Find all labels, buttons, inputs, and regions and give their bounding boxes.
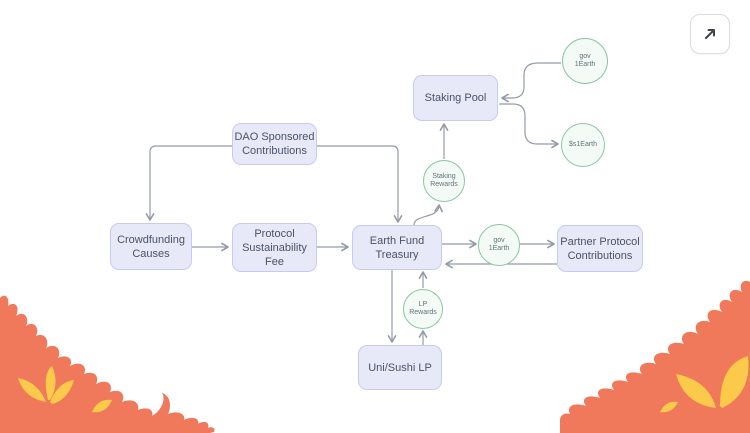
token-label: gov (579, 52, 591, 60)
node-partner-protocol-contributions: Partner Protocol Contributions (557, 225, 643, 272)
node-label: Treasury (375, 248, 419, 261)
edge-treasury-to-stakingrewards (413, 204, 443, 226)
edge-govearthstaking-to-stakingpool (501, 62, 561, 103)
edge-dao-to-treasury (317, 145, 403, 223)
token-label: 1Earth (488, 245, 510, 252)
edge-stakingpool-to-searth (499, 103, 559, 149)
token-label: LP (418, 300, 428, 308)
token-label: 1Earth (574, 61, 596, 68)
token-staking-rewards: Staking Rewards (423, 160, 465, 202)
token-s-1earth: $s1Earth (561, 123, 605, 167)
arrow-up-right-icon (701, 25, 719, 43)
node-label: Fee (265, 255, 284, 268)
token-lp-rewards: LP Rewards (403, 289, 443, 329)
token-label: Staking (432, 172, 456, 180)
node-label: Causes (132, 247, 170, 260)
edge-dao-to-crowdfunding (145, 145, 232, 221)
node-label: Partner Protocol (560, 235, 640, 248)
node-crowdfunding-causes: Crowdfunding Causes (110, 223, 192, 270)
node-protocol-sustainability-fee: Protocol Sustainability Fee (232, 223, 317, 272)
token-label: Rewards (409, 309, 437, 316)
node-label: Contributions (242, 145, 307, 157)
token-label: gov (493, 236, 505, 244)
node-uni-sushi-lp: Uni/Sushi LP (358, 345, 442, 390)
node-label: Earth Fund (369, 234, 425, 247)
token-label: Rewards (430, 181, 458, 188)
token-gov-1earth-staking: gov 1Earth (562, 38, 608, 84)
node-label: Crowdfunding (117, 233, 185, 246)
node-dao-sponsored-contributions: DAO Sponsored Contributions (232, 123, 317, 165)
node-label: Uni/Sushi LP (368, 361, 432, 374)
node-earth-fund-treasury: Earth Fund Treasury (352, 225, 442, 270)
node-label: Sustainability (242, 241, 307, 254)
node-staking-pool: Staking Pool (413, 75, 498, 121)
node-label: DAO Sponsored (234, 131, 315, 143)
node-label: Contributions (567, 249, 633, 262)
token-label: $s1Earth (568, 140, 598, 148)
expand-button[interactable] (690, 14, 730, 54)
node-label: Protocol (254, 227, 295, 240)
token-gov-1earth-partner: gov 1Earth (478, 224, 520, 266)
node-label: Staking Pool (424, 92, 487, 104)
